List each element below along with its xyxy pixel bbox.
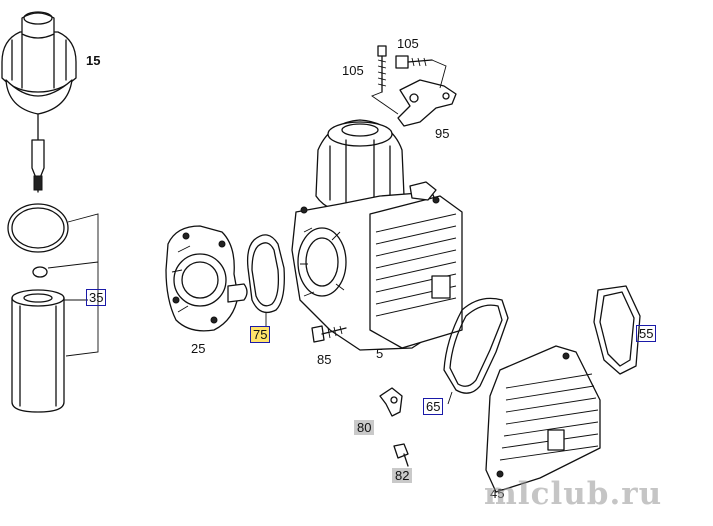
label-part-105-top: 105 [397,36,419,51]
label-part-80[interactable]: 80 [354,420,375,435]
label-part-35[interactable]: 35 [86,289,107,306]
label-part-105-left: 105 [342,63,364,78]
gasket-part-75 [246,234,285,326]
clip-part-80 [379,387,403,417]
gasket-part-65 [443,297,509,405]
oil-cooler-part-45 [485,345,601,493]
label-part-85: 85 [317,352,332,367]
flange-part-25 [165,225,248,332]
bolt-part-82 [393,443,409,467]
label-part-65[interactable]: 65 [423,398,444,415]
gasket-part-55 [593,285,641,375]
label-part-75[interactable]: 75 [250,326,271,343]
oil-filter-housing-part-5 [291,119,463,351]
label-part-5: 5 [376,346,384,361]
label-part-82[interactable]: 82 [392,468,413,483]
label-part-55[interactable]: 55 [636,325,657,342]
label-part-15: 15 [86,53,101,68]
bracket-part-95 [371,45,457,127]
label-part-45: 45 [490,486,505,501]
filter-element-part-35 [7,203,99,413]
label-part-95: 95 [435,126,450,141]
oil-filter-cap-part-15 [1,11,77,193]
bolt-part-85 [311,325,347,343]
watermark-text: mlclub.ru [484,476,663,512]
label-part-25: 25 [191,341,206,356]
